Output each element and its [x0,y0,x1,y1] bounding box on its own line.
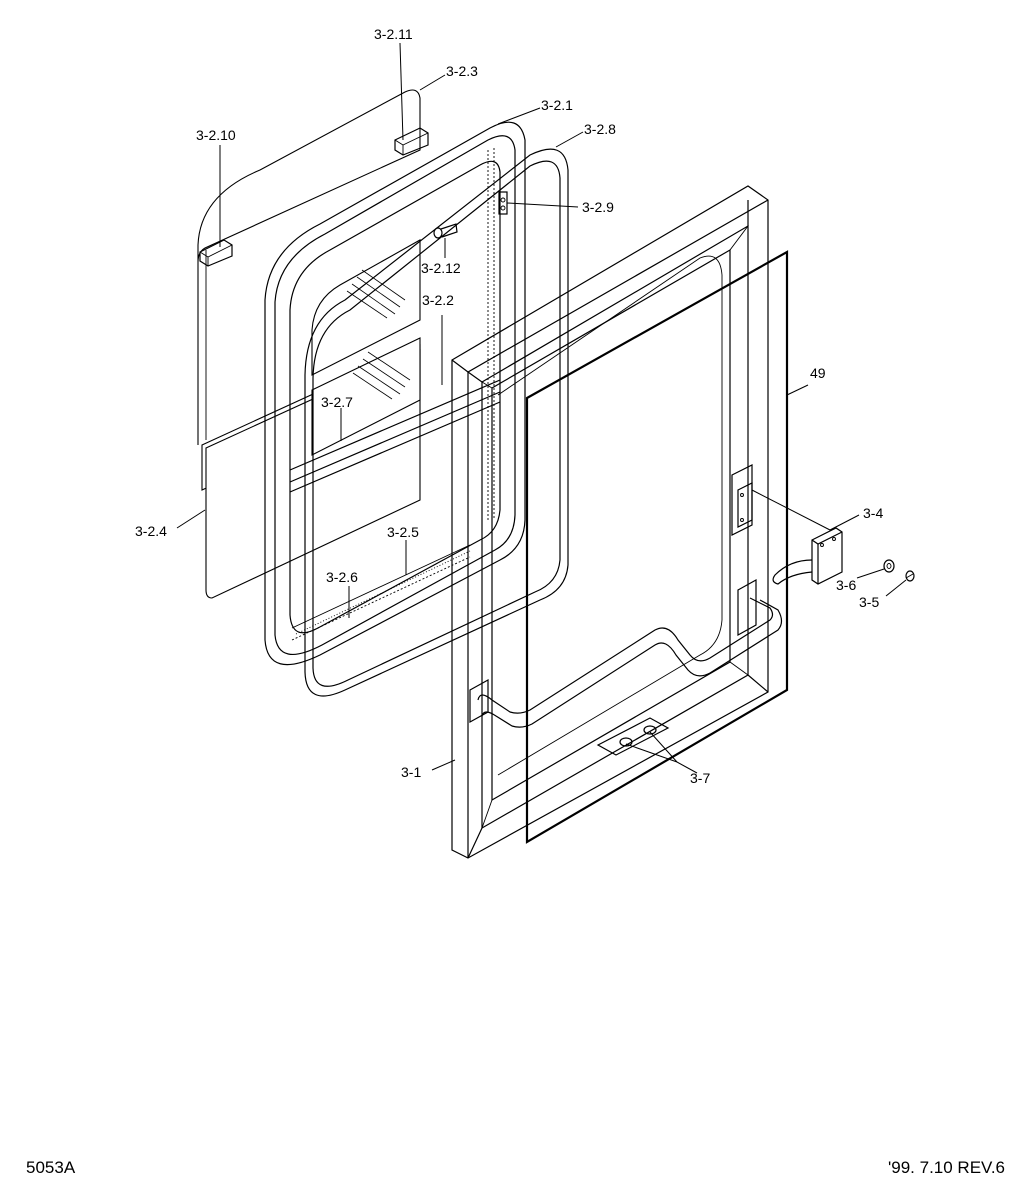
callout-3-5: 3-5 [859,594,879,610]
door-frame-3-1 [451,185,769,859]
seal-3-2-8 [304,148,569,697]
window-frame-3-2-1 [264,121,526,666]
callout-3-2-12: 3-2.12 [421,260,461,276]
door-handle [469,578,783,728]
lock-plate [731,464,753,536]
latch-part-3-2-3 [394,127,429,156]
callout-3-2-11: 3-2.11 [374,26,413,42]
screw-3-5 [905,570,915,582]
callout-labels: 3-2.11 3-2.3 3-2.1 3-2.10 3-2.8 3-2.9 3-… [135,26,883,786]
callout-49: 49 [810,365,826,381]
callout-3-6: 3-6 [836,577,856,593]
callout-3-2-6: 3-2.6 [326,569,358,585]
callout-3-2-7: 3-2.7 [321,394,353,410]
callout-3-1: 3-1 [401,764,421,780]
washer-3-6 [883,559,895,573]
callout-3-2-3: 3-2.3 [446,63,478,79]
callout-3-2-8: 3-2.8 [584,121,616,137]
latch-part-3-2-10 [199,239,233,267]
callout-3-2-10: 3-2.10 [196,127,236,143]
door-glass-49 [525,250,789,844]
callout-3-4: 3-4 [863,505,883,521]
drawing-code: 5053A [26,1158,76,1177]
leader-lines [176,42,907,774]
callout-3-2-5: 3-2.5 [387,524,419,540]
striker-3-4 [772,527,843,585]
callout-3-7: 3-7 [690,770,710,786]
plate-3-7 [596,717,670,756]
callout-3-2-1: 3-2.1 [541,97,573,113]
callout-3-2-4: 3-2.4 [135,523,167,539]
revision-date: '99. 7.10 REV.6 [888,1158,1005,1177]
callout-3-2-2: 3-2.2 [422,292,454,308]
screw-3-2-12 [433,223,458,239]
callout-3-2-9: 3-2.9 [582,199,614,215]
